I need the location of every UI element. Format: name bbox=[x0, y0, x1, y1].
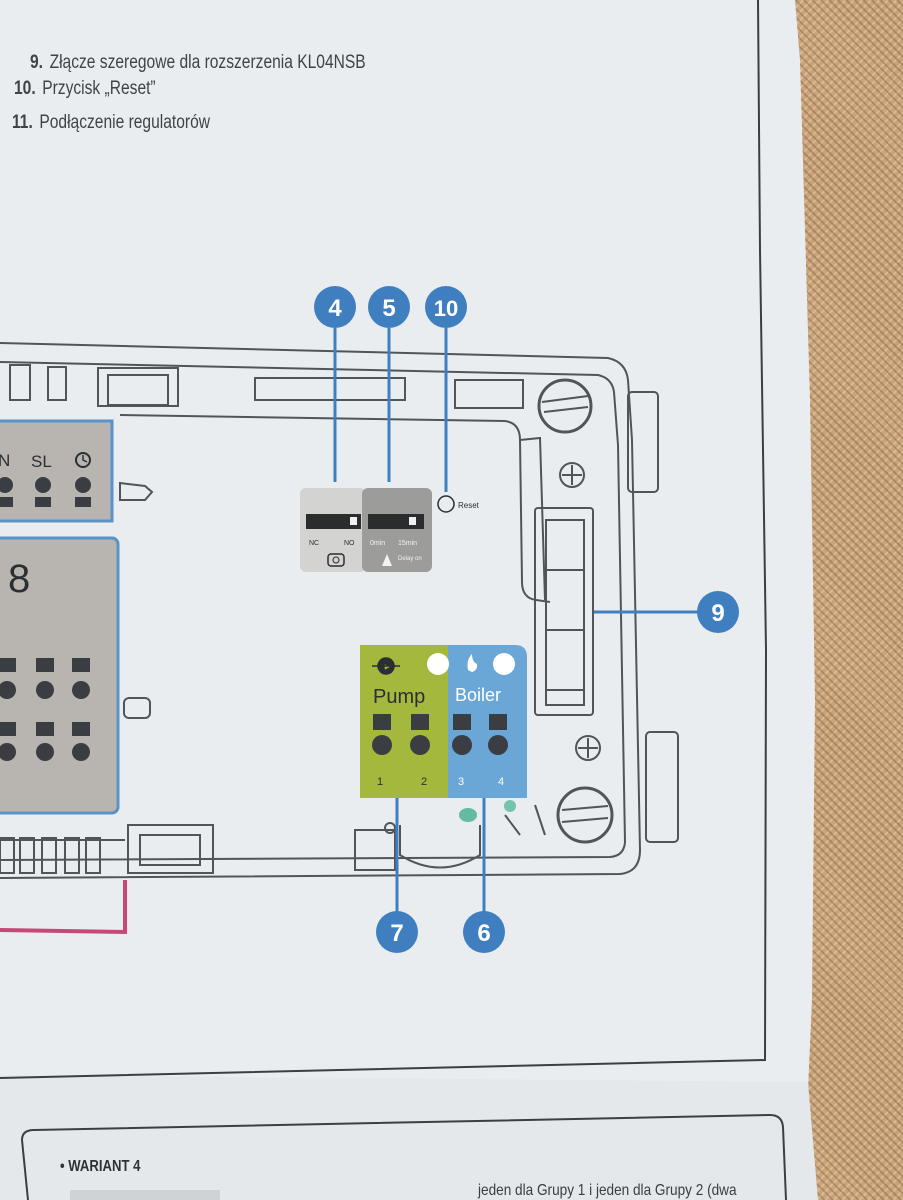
svg-text:15min: 15min bbox=[398, 540, 417, 547]
camera-icon bbox=[327, 553, 345, 567]
svg-text:6: 6 bbox=[477, 920, 490, 947]
callout-lines bbox=[333, 328, 700, 913]
svg-text:1: 1 bbox=[377, 776, 383, 788]
pump-label: Pump bbox=[373, 686, 425, 708]
svg-text:10: 10 bbox=[434, 296, 458, 321]
block-number: 8 bbox=[8, 557, 30, 601]
legend-item-10: 10.Przycisk „Reset” bbox=[14, 78, 156, 99]
terminal-block-top: N SL bbox=[0, 419, 114, 523]
terminal-label-sl: SL bbox=[31, 452, 52, 471]
ink-smudge bbox=[459, 808, 477, 822]
svg-text:7: 7 bbox=[390, 920, 403, 947]
paper-sheet-bottom bbox=[0, 1075, 818, 1200]
callout-5: 5 bbox=[368, 286, 410, 328]
callout-10: 10 bbox=[425, 286, 467, 328]
pump-icon bbox=[372, 657, 400, 675]
svg-text:NO: NO bbox=[344, 540, 355, 547]
controller-housing bbox=[0, 342, 679, 879]
flame-icon bbox=[382, 554, 392, 566]
svg-text:2: 2 bbox=[421, 776, 427, 788]
svg-text:Delay on: Delay on bbox=[398, 556, 422, 562]
boiler-label: Boiler bbox=[455, 685, 501, 705]
callout-4: 4 bbox=[314, 286, 356, 328]
page-border bbox=[0, 0, 768, 1079]
pink-wire bbox=[0, 880, 127, 935]
terminal-block-8: 8 bbox=[0, 536, 120, 815]
relay-switch[interactable] bbox=[306, 514, 361, 529]
variant-box bbox=[20, 1113, 787, 1200]
pump-boiler-block: Pump Boiler 1 2 3 4 bbox=[360, 645, 527, 822]
svg-text:9: 9 bbox=[711, 600, 724, 627]
svg-text:4: 4 bbox=[328, 295, 342, 322]
terminal-label-n: N bbox=[0, 451, 10, 470]
reset-label: Reset bbox=[458, 501, 480, 510]
variant-text: jeden dla Grupy 1 i jeden dla Grupy 2 (d… bbox=[478, 1182, 737, 1199]
callout-7: 7 bbox=[376, 911, 418, 953]
svg-text:3: 3 bbox=[458, 776, 464, 788]
variant-title: • WARIANT 4 bbox=[60, 1158, 141, 1175]
callout-9: 9 bbox=[697, 591, 739, 633]
reset-button[interactable] bbox=[437, 495, 455, 513]
legend-item-11: 11.Podłączenie regulatorów bbox=[12, 112, 210, 133]
svg-text:4: 4 bbox=[498, 776, 504, 788]
clock-icon bbox=[75, 452, 91, 468]
switch-panel: NC NO 0min 15min Delay on Reset bbox=[300, 488, 480, 572]
callout-6: 6 bbox=[463, 911, 505, 953]
svg-text:NC: NC bbox=[309, 540, 319, 547]
svg-text:0min: 0min bbox=[370, 540, 385, 547]
legend-item-9: 9.Złącze szeregowe dla rozszerzenia KL04… bbox=[30, 52, 366, 73]
boiler-flame-icon bbox=[467, 654, 478, 672]
svg-text:5: 5 bbox=[382, 295, 395, 322]
